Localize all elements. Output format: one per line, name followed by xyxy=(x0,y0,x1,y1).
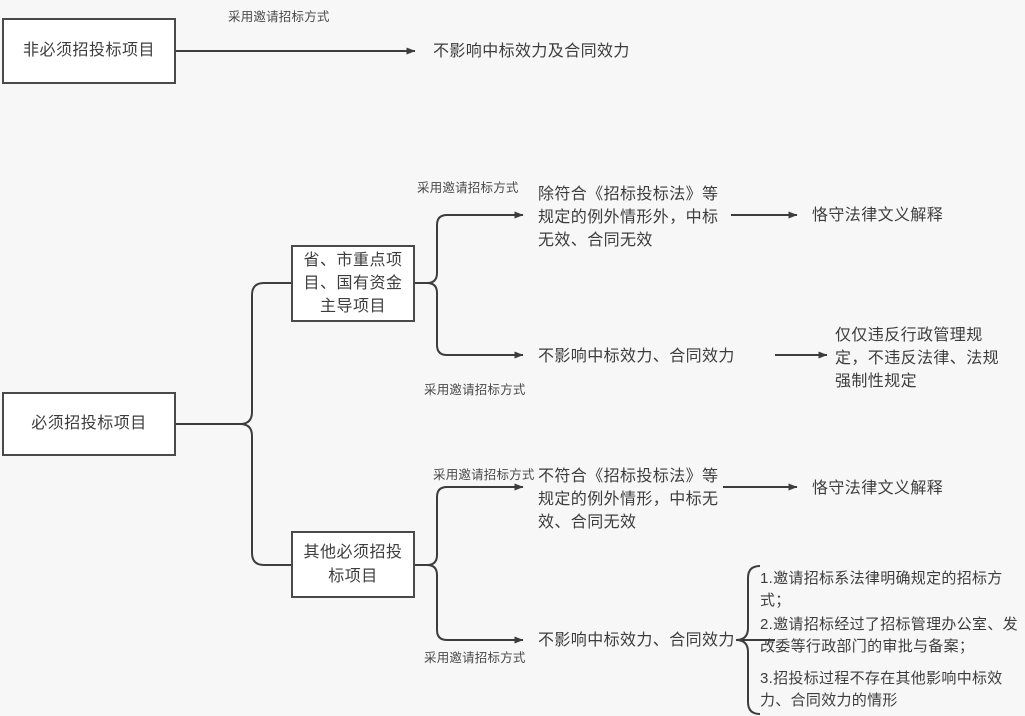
node-key-projects[interactable]: 省、市重点项 目、国有资金 主导项目 xyxy=(291,245,415,322)
edge-label-key-upper-invite-tender: 采用邀请招标方式 xyxy=(417,181,519,195)
edge-keyprojects-to-invalid xyxy=(415,211,524,284)
text-key-invalid-reason: 恪守法律文义解释 xyxy=(812,207,944,224)
edge-label-key-lower-invite-tender: 采用邀请招标方式 xyxy=(424,383,526,397)
condition-item-2: 2.邀请招标经过了招标管理办公室、发 改委等行政部门的审批与备案； xyxy=(760,616,1018,655)
edge-keyprojects-to-valid xyxy=(415,282,524,359)
condition-item-1: 1.邀请招标系法律明确规定的招标方式； xyxy=(760,570,1003,609)
text-other-mandatory-valid: 不影响中标效力、合同效力 xyxy=(538,632,735,649)
brace-upper-arm xyxy=(735,565,761,641)
text-key-valid-reason: 仅仅违反行政管理规 定，不违反法律、法规 强制性规定 xyxy=(835,327,1000,391)
node-non-mandatory-project[interactable]: 非必须招投标项目 xyxy=(2,18,176,84)
node-mandatory-project[interactable]: 必须招投标项目 xyxy=(2,392,176,456)
text-other-mandatory-invalid: 不符合《招标投标法》等 规定的例外情形，中标无 效、合同无效 xyxy=(538,468,719,532)
edge-label-other-lower-invite-tender: 采用邀请招标方式 xyxy=(424,651,526,665)
edge-label-other-upper-invite-tender: 采用邀请招标方式 xyxy=(433,468,535,482)
brace-lower-arm xyxy=(735,639,761,715)
condition-item-3: 3.招投标过程不存在其他影响中标效 力、合同效力的情形 xyxy=(760,670,1003,709)
text-key-projects-valid: 不影响中标效力、合同效力 xyxy=(538,348,735,365)
text-non-mandatory-result: 不影响中标效力及合同效力 xyxy=(433,43,630,60)
text-other-invalid-reason: 恪守法律文义解释 xyxy=(812,480,944,497)
node-other-mandatory-projects[interactable]: 其他必须招投 标项目 xyxy=(291,531,415,598)
edge-othermandatory-to-valid xyxy=(415,564,524,644)
text-key-projects-invalid: 除符合《招标投标法》等 规定的例外情形外，中标 无效、合同无效 xyxy=(538,186,719,250)
edge-othermandatory-to-invalid xyxy=(415,483,524,566)
edge-mandatory-to-othermandatory xyxy=(176,423,291,566)
edge-label-top-invite-tender: 采用邀请招标方式 xyxy=(228,10,330,24)
edge-mandatory-to-keyprojects xyxy=(176,282,291,425)
